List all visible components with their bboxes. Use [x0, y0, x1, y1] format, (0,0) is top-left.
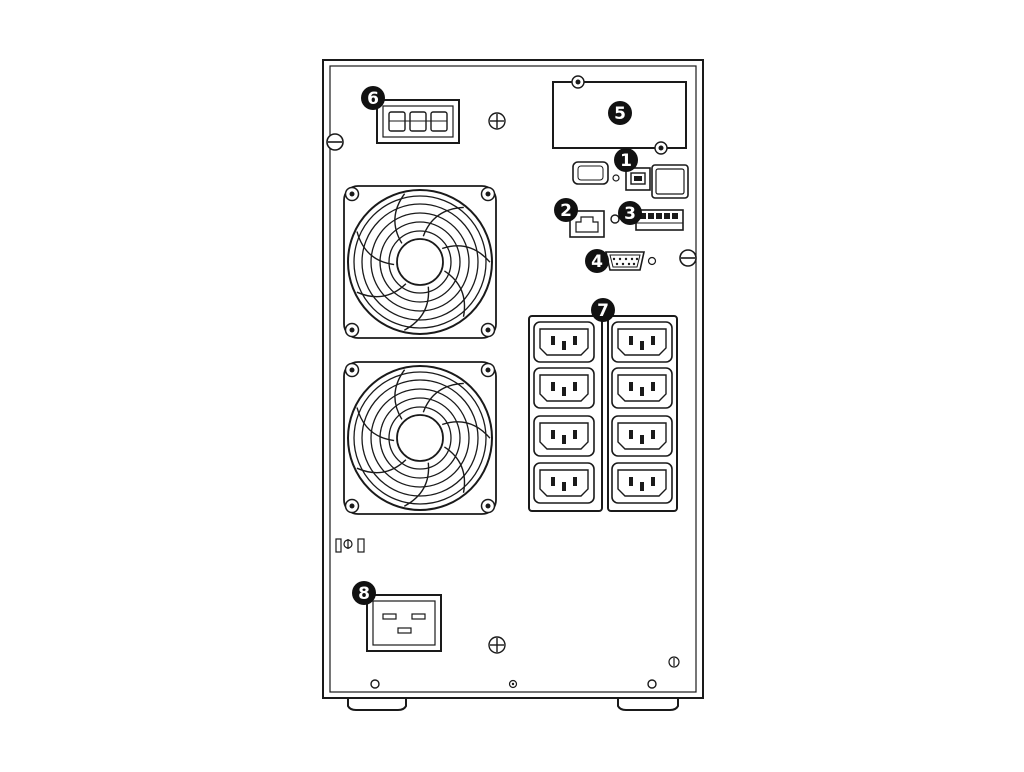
outlet-socket: [611, 367, 673, 409]
callout-label: 6: [367, 89, 379, 109]
callout-ac-input: 8: [352, 581, 376, 605]
ac-input: [366, 594, 442, 652]
callout-label: 7: [597, 301, 609, 321]
callout-epo-terminal: 3: [618, 201, 642, 225]
callout-label: 5: [614, 104, 626, 124]
usb-area: [572, 161, 689, 199]
callout-usb-port: 1: [614, 148, 638, 172]
outlet-socket: [611, 462, 673, 504]
outlet-socket: [533, 367, 595, 409]
ground-symbols: [335, 538, 365, 553]
side-screw-left: [326, 133, 344, 151]
cooling-fan: [343, 185, 497, 339]
side-screw-right: [679, 249, 697, 267]
callout-network-port: 2: [554, 198, 578, 222]
outlet-socket: [533, 462, 595, 504]
callout-label: 4: [591, 252, 603, 272]
callout-output-outlets: 7: [591, 298, 615, 322]
outlet-socket: [533, 415, 595, 457]
cooling-fans: [343, 185, 497, 515]
battery-connector: [376, 99, 460, 144]
output-outlets: [528, 315, 678, 512]
callout-intelligent-slot: 5: [608, 101, 632, 125]
foot-left: [347, 697, 407, 711]
serial-port: [605, 251, 657, 271]
callout-label: 1: [620, 151, 632, 171]
callout-label: 2: [560, 201, 572, 221]
outlet-socket: [611, 321, 673, 363]
bottom-details: [370, 656, 680, 689]
outlet-socket: [533, 321, 595, 363]
mount-screw-bottom: [488, 636, 506, 654]
callout-serial-port: 4: [585, 249, 609, 273]
outlet-socket: [611, 415, 673, 457]
callout-battery-connector: 6: [361, 86, 385, 110]
foot-right: [617, 697, 679, 711]
callout-label: 8: [358, 584, 370, 604]
callout-label: 3: [624, 204, 636, 224]
mount-screw-top: [488, 112, 506, 130]
cooling-fan: [343, 361, 497, 515]
